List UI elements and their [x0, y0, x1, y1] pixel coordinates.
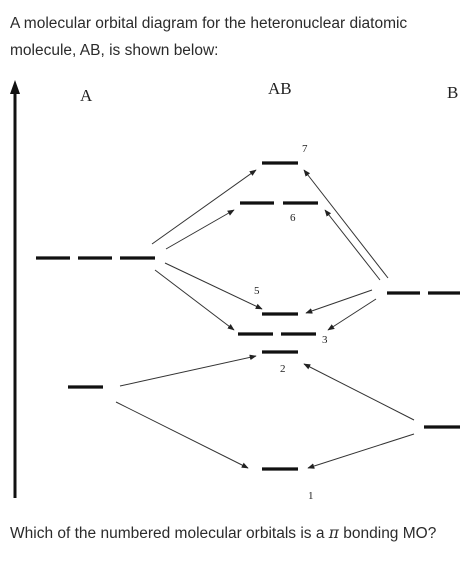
mo-number-5: 5 [254, 285, 260, 297]
question-text: Which of the numbered molecular orbitals… [10, 520, 450, 547]
question-suffix: bonding MO? [343, 525, 437, 542]
label-ab: AB [268, 79, 292, 98]
arrows-from-a-p [151, 169, 263, 331]
mo-number-2: 2 [280, 363, 286, 375]
mo-number-1: 1 [308, 490, 314, 502]
label-a: A [80, 86, 93, 105]
arrows-from-s [115, 354, 415, 469]
energy-axis-arrowhead [10, 80, 20, 94]
mo-number-3: 3 [322, 334, 328, 346]
pi-symbol: π [328, 524, 339, 542]
mo-number-7: 7 [302, 143, 308, 155]
question-prefix: Which of the numbered molecular orbitals… [10, 525, 325, 542]
label-b: B [447, 83, 458, 102]
arrows-from-b-p [303, 169, 389, 331]
intro-text: A molecular orbital diagram for the hete… [10, 15, 408, 59]
mo-number-6: 6 [290, 212, 296, 224]
